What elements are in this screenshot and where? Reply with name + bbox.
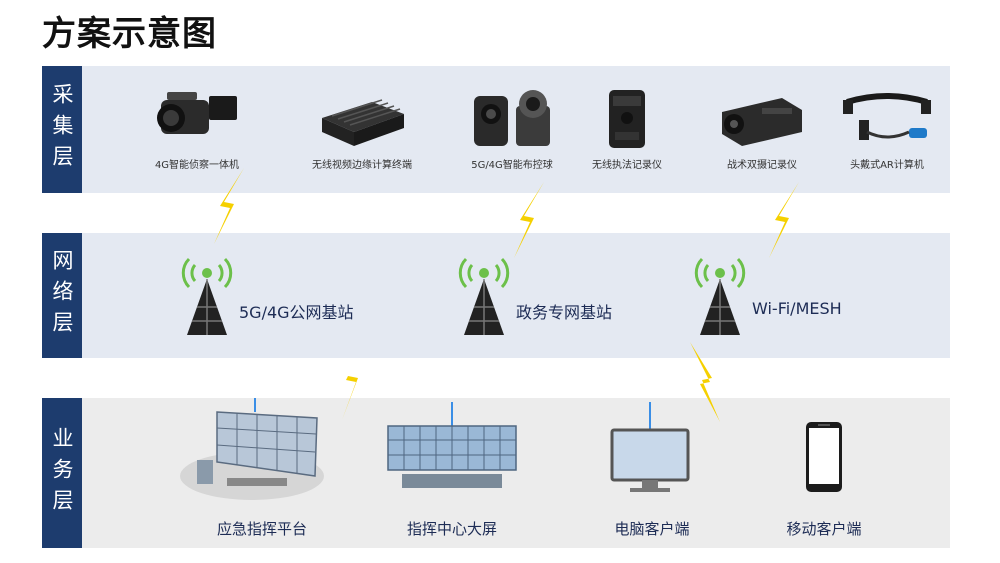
device-label: 无线执法记录仪	[592, 160, 662, 171]
device-dome-camera: 5G/4G智能布控球	[452, 88, 572, 171]
network-wifi: Wi-Fi/MESH	[690, 251, 842, 345]
camcorder-icon	[157, 92, 237, 134]
network-label: 5G/4G公网基站	[239, 303, 354, 322]
device-label: 5G/4G智能布控球	[471, 160, 553, 171]
service-label: 应急指挥平台	[216, 520, 308, 538]
device-label: 头戴式AR计算机	[850, 160, 924, 171]
service-layer-body: 应急指挥平台 指挥中心大屏 电脑客户端	[82, 398, 950, 548]
network-layer-label: 网络层	[42, 233, 82, 358]
edge-terminal-icon	[322, 99, 404, 146]
network-public: 5G/4G公网基站	[177, 251, 354, 345]
video-wall-icon	[387, 402, 517, 488]
service-mobile-client: 移动客户端	[782, 398, 862, 538]
collect-layer-body: 4G智能侦察一体机 无线视频边缘计算终端 5G/4G智能布控球 无线执	[82, 66, 950, 193]
service-label: 电脑客户端	[614, 520, 690, 538]
collect-layer-label: 采集层	[42, 66, 82, 193]
service-emergency: 应急指挥平台	[177, 398, 327, 538]
lightning-bolt-icon	[342, 340, 366, 420]
service-layer: 业务层 应急指挥平台 指挥中心大屏	[42, 398, 950, 548]
smartphone-icon	[806, 422, 842, 492]
lightning-bolt-icon	[514, 182, 544, 258]
service-pc-client: 电脑客户端	[602, 398, 702, 538]
device-tactical-camera: 战术双摄记录仪	[707, 88, 817, 171]
network-label: 政务专网基站	[516, 303, 613, 322]
command-center-icon	[180, 398, 324, 500]
tower-icon	[694, 257, 746, 335]
service-label: 指挥中心大屏	[406, 520, 498, 538]
device-label: 战术双摄记录仪	[727, 160, 797, 171]
ar-headset-icon	[843, 93, 931, 140]
body-camera-icon	[609, 90, 645, 148]
network-label: Wi-Fi/MESH	[752, 299, 842, 318]
device-edge-terminal: 无线视频边缘计算终端	[297, 88, 427, 171]
service-label: 移动客户端	[786, 520, 862, 538]
dome-camera-icon	[474, 90, 550, 146]
lightning-bolt-icon	[690, 342, 720, 422]
device-camcorder: 4G智能侦察一体机	[132, 88, 262, 171]
device-ar-headset: 头戴式AR计算机	[832, 88, 942, 171]
lightning-bolt-icon	[769, 182, 799, 258]
tactical-camera-icon	[722, 98, 802, 146]
service-layer-label: 业务层	[42, 398, 82, 548]
tower-icon	[458, 257, 510, 335]
service-video-wall: 指挥中心大屏	[382, 398, 522, 538]
collect-layer: 采集层 4G智能侦察一体机 无线视频边缘计算终端	[42, 66, 950, 193]
device-label: 无线视频边缘计算终端	[312, 160, 412, 171]
monitor-icon	[610, 402, 690, 492]
network-layer: 网络层 5G/4G公网基站	[42, 233, 950, 358]
tower-icon	[181, 257, 233, 335]
page-title: 方案示意图	[42, 14, 217, 54]
lightning-bolt-icon	[214, 168, 244, 244]
device-body-camera: 无线执法记录仪	[572, 88, 682, 171]
device-label: 4G智能侦察一体机	[154, 160, 240, 171]
network-gov: 政务专网基站	[454, 251, 612, 345]
